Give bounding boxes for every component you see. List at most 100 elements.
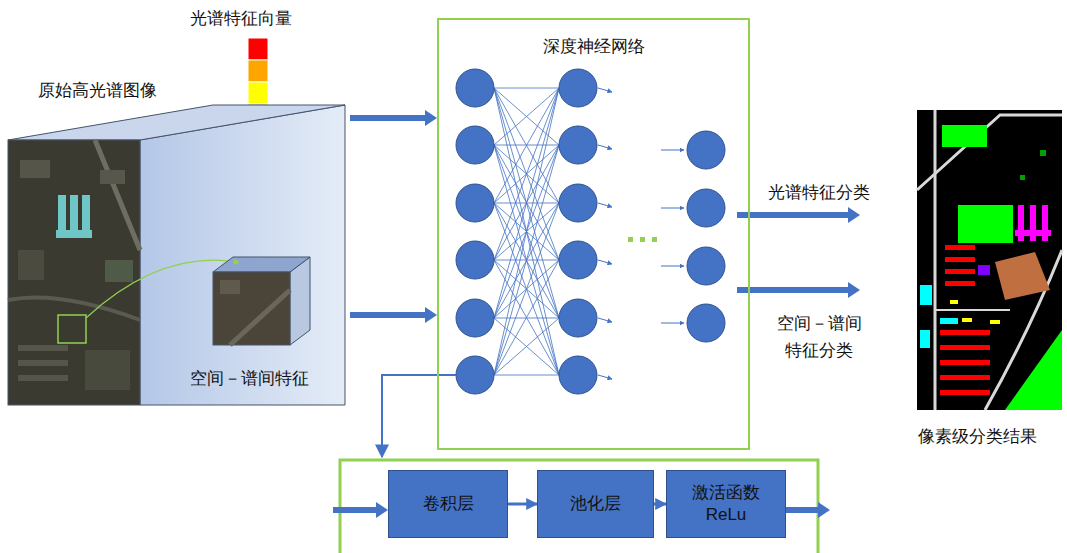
- ellipsis-dot: [628, 237, 633, 242]
- art-rect: [958, 205, 1013, 243]
- art-circle: [234, 260, 239, 265]
- caption-label: 原始高光谱图像: [38, 80, 157, 102]
- hyperspectral-cube: [8, 105, 345, 405]
- input-arrow: [350, 110, 437, 126]
- ellipsis-dot: [652, 237, 657, 242]
- neuron: [456, 241, 494, 279]
- output-arrow: [737, 282, 860, 298]
- synapse-line: [494, 145, 559, 375]
- synapse-line: [494, 88, 559, 260]
- input-arrow: [350, 307, 437, 323]
- art-rect: [917, 110, 1062, 410]
- art-polygon: [8, 105, 345, 140]
- synapse-line: [494, 88, 559, 375]
- art-polygon: [1005, 330, 1062, 410]
- art-rect: [940, 345, 990, 350]
- art-path: [230, 290, 290, 345]
- signal-arrow: [598, 145, 612, 149]
- art-polygon: [995, 252, 1050, 300]
- network-box: 深度神经网络: [437, 18, 750, 450]
- art-rect: [962, 318, 972, 322]
- art-rect: [8, 140, 140, 405]
- neuron: [559, 299, 597, 337]
- neuron: [687, 189, 725, 227]
- art-path: [985, 250, 1062, 410]
- synapse-line: [494, 88, 559, 145]
- signal-arrow: [661, 208, 684, 209]
- art-rect: [940, 318, 958, 324]
- signal-arrow: [598, 375, 612, 379]
- layer-box: 激活函数 ReLu: [666, 470, 786, 538]
- neuron: [559, 126, 597, 164]
- art-rect: [58, 195, 66, 235]
- synapse-line: [494, 203, 559, 375]
- synapse-line: [494, 260, 559, 375]
- caption-label: 光谱特征分类: [768, 182, 870, 204]
- synapse-line: [494, 260, 559, 375]
- art-rect: [920, 285, 932, 305]
- art-polygon: [140, 105, 345, 405]
- synapse-line: [494, 88, 559, 318]
- art-rect: [58, 315, 86, 343]
- synapse-line: [494, 203, 559, 375]
- neuron: [687, 247, 725, 285]
- layer-box: 池化层: [537, 470, 654, 538]
- art-rect: [220, 280, 240, 294]
- synapse-line: [494, 88, 559, 375]
- synapse-line: [494, 88, 559, 89]
- art-rect: [82, 195, 90, 235]
- art-rect: [945, 281, 975, 286]
- neuron: [559, 356, 597, 394]
- synapse-line: [494, 88, 559, 145]
- art-rect: [940, 330, 990, 335]
- synapse-line: [494, 318, 559, 375]
- art-rect: [85, 350, 130, 390]
- art-rect: [18, 360, 68, 366]
- art-rect: [945, 245, 975, 250]
- box-label: 卷积层: [423, 493, 474, 515]
- art-path: [917, 115, 1062, 190]
- signal-arrow: [598, 203, 612, 207]
- art-rect: [248, 60, 268, 82]
- art-polygon: [213, 257, 310, 272]
- neuron: [456, 69, 494, 107]
- art-rect: [945, 269, 975, 274]
- synapse-line: [494, 145, 559, 375]
- art-rect: [920, 330, 930, 348]
- art-rect: [1040, 150, 1046, 156]
- neuron: [456, 126, 494, 164]
- art-path: [934, 110, 937, 410]
- output-arrow: [737, 207, 860, 223]
- synapse-line: [494, 375, 559, 376]
- neuron: [456, 356, 494, 394]
- art-rect: [945, 257, 975, 262]
- signal-arrow: [598, 88, 612, 92]
- art-rect: [248, 38, 268, 60]
- synapse-line: [494, 88, 559, 318]
- synapse-line: [494, 318, 559, 375]
- signal-arrow: [598, 260, 612, 264]
- neural-network: [456, 69, 725, 394]
- art-rect: [978, 265, 990, 275]
- layer-box: 卷积层: [388, 470, 508, 538]
- caption-label: 光谱特征向量: [190, 8, 292, 30]
- output-arrow: [786, 502, 830, 518]
- caption-label: 像素级分类结果: [918, 426, 1037, 448]
- art-rect: [20, 160, 50, 178]
- synapse-line: [494, 88, 559, 203]
- art-path: [935, 309, 1010, 311]
- art-rect: [940, 390, 990, 395]
- art-rect: [70, 195, 78, 235]
- neuron: [559, 241, 597, 279]
- neuron: [559, 184, 597, 222]
- art-rect: [1020, 175, 1025, 180]
- art-rect: [990, 320, 1000, 324]
- synapse-line: [494, 88, 559, 260]
- signal-arrow: [661, 323, 684, 324]
- art-rect: [942, 125, 987, 147]
- neuron: [559, 69, 597, 107]
- art-rect: [18, 250, 44, 280]
- art-path: [95, 140, 140, 250]
